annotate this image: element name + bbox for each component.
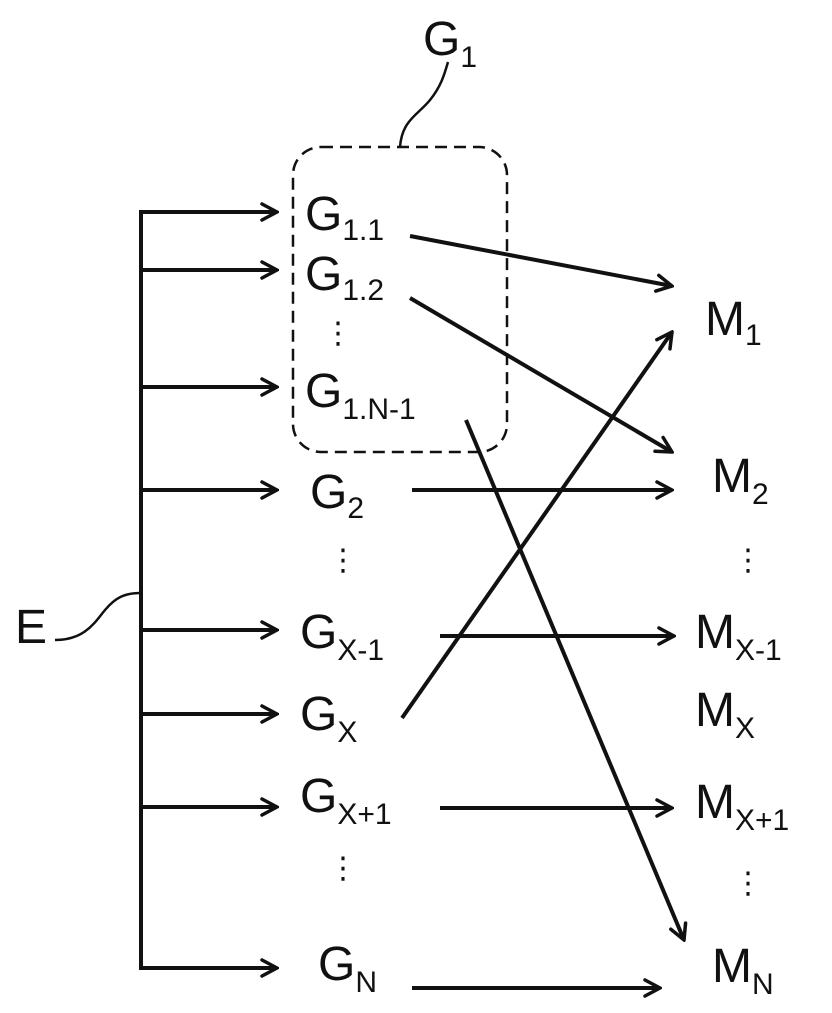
mapping-arrow-gx-m1	[402, 332, 672, 718]
source-label-gx: GX	[300, 688, 357, 749]
target-label-mn: MN	[712, 940, 774, 1001]
vertical-ellipsis: ⋮	[328, 543, 358, 578]
target-label-mxp1: MX+1	[695, 776, 789, 837]
vertical-ellipsis: ⋮	[733, 866, 763, 901]
mapping-arrow-g1n1-mn	[466, 420, 684, 940]
source-label-gxp1: GX+1	[300, 770, 392, 831]
vertical-ellipsis: ⋮	[328, 851, 358, 886]
mapping-arrows	[402, 236, 684, 988]
source-label-g2: G2	[310, 466, 364, 525]
source-label-g1n1: G1.N-1	[305, 365, 416, 426]
input-branches	[139, 212, 277, 968]
source-label-gn: GN	[318, 938, 377, 999]
source-label-gx1: GX-1	[300, 606, 384, 667]
source-label-g12: G1.2	[305, 248, 384, 307]
mapping-arrow-g11-m1	[410, 236, 672, 286]
input-leader	[55, 593, 141, 640]
vertical-ellipsis: ⋮	[323, 316, 353, 351]
group-g1-leader	[400, 62, 448, 147]
source-label-g11: G1.1	[305, 188, 384, 247]
vertical-ellipsis: ⋮	[733, 543, 763, 578]
target-label-m1: M1	[705, 293, 762, 352]
group-g1-label: G1	[423, 13, 477, 74]
mapping-arrow-g12-m2	[410, 298, 672, 452]
target-label-m2: M2	[712, 450, 769, 511]
input-label: E	[15, 601, 47, 654]
target-label-mx1: MX-1	[695, 606, 782, 667]
target-label-mx: MX	[695, 684, 755, 745]
